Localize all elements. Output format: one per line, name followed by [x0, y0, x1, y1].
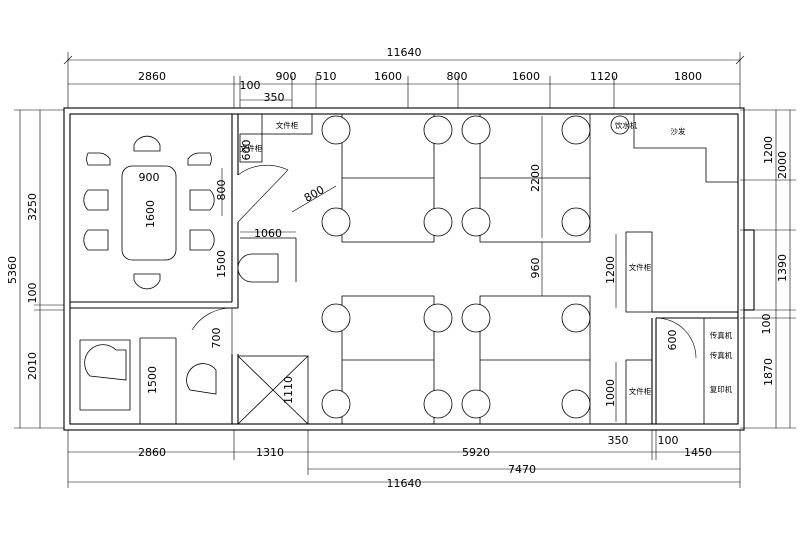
dim-top-2860: 2860: [138, 70, 166, 83]
dim-left-5360: 5360: [6, 256, 19, 284]
dim-right-600: 600: [666, 330, 679, 351]
dim-right-1390: 1390: [776, 254, 789, 282]
dim-door-800: 800: [215, 180, 228, 201]
label-copier: 复印机: [710, 384, 733, 394]
dim-right-1200: 1200: [762, 136, 775, 164]
workstations: 2200 960: [321, 113, 591, 425]
dim-1110: 1110: [282, 376, 295, 404]
manager-office: 1500 700: [79, 307, 239, 424]
left-dimensions: 5360 3250 100 2010: [6, 109, 64, 429]
label-cabinet-right: 文件柜: [629, 262, 652, 272]
dim-top-800: 800: [447, 70, 468, 83]
dim-1000: 1000: [604, 379, 617, 407]
label-cabinet-top: 文件柜: [276, 120, 299, 130]
label-cabinet-small: 文件柜: [240, 143, 263, 153]
dim-1500: 1500: [215, 250, 228, 278]
right-dimensions: 1200 2000 1390 100 1870: [740, 109, 796, 429]
dim-bot-7470: 7470: [508, 463, 536, 476]
visitor-chair: [186, 363, 217, 395]
dim-left-100: 100: [26, 283, 39, 304]
conference-room: 900 1600 800 1500: [70, 114, 239, 309]
dim-bot-350: 350: [608, 434, 629, 447]
reception-area: 文件柜 文件柜 600 1060 800: [237, 113, 337, 283]
bottom-dimensions: 2860 1310 5920 350 100 1450 7470 11640: [67, 430, 741, 490]
water-dispenser: [610, 115, 630, 135]
label-fax1: 传真机: [710, 330, 733, 340]
manager-desk: [79, 339, 131, 411]
stairwell: 1110: [237, 355, 309, 425]
dim-bot-5920: 5920: [462, 446, 490, 459]
manager-chair: [84, 344, 127, 381]
label-cabinet-right2: 文件柜: [629, 386, 652, 396]
label-sofa: 沙发: [671, 126, 686, 136]
dim-right-1870: 1870: [762, 358, 775, 386]
dim-top-total: 11640: [387, 46, 422, 59]
dim-diag-800: 800: [302, 183, 327, 205]
dim-right-2000: 2000: [776, 151, 789, 179]
dim-bot-1450: 1450: [684, 446, 712, 459]
dim-top-100: 100: [240, 79, 261, 92]
dim-bot-2860: 2860: [138, 446, 166, 459]
dim-bot-100: 100: [658, 434, 679, 447]
reception-chair: [237, 253, 279, 283]
dim-conf-1600: 1600: [144, 200, 157, 228]
dim-top-1800: 1800: [674, 70, 702, 83]
cabinet-top: [261, 113, 313, 135]
equipment-counter: [703, 317, 739, 425]
conference-table: [121, 165, 177, 261]
cabinet-small: [239, 133, 263, 163]
dim-600: 600: [240, 140, 253, 161]
dim-top-1600b: 1600: [512, 70, 540, 83]
dim-left-3250: 3250: [26, 193, 39, 221]
dim-1060: 1060: [254, 227, 282, 240]
dim-bot-11640: 11640: [387, 477, 422, 490]
top-dimensions: 11640 2860 100 900 510 1600 800 1600 112…: [63, 46, 745, 108]
dim-top-510: 510: [316, 70, 337, 83]
conference-chairs: [83, 135, 215, 290]
dim-2200: 2200: [529, 164, 542, 192]
dim-top-1600a: 1600: [374, 70, 402, 83]
dim-manager-1500: 1500: [146, 366, 159, 394]
lounge-area: 饮水机 沙发 文件柜 1200 文件柜 1000 600 传真机 传真机 复印机: [604, 114, 755, 425]
dim-1200: 1200: [604, 256, 617, 284]
dim-top-1120: 1120: [590, 70, 618, 83]
dim-960: 960: [529, 258, 542, 279]
dim-700: 700: [210, 328, 223, 349]
sofa: [633, 114, 738, 183]
dim-bot-1310: 1310: [256, 446, 284, 459]
workstation-chairs: [321, 115, 591, 419]
dim-left-2010: 2010: [26, 352, 39, 380]
cabinet-right: [625, 231, 653, 313]
dim-top-900: 900: [276, 70, 297, 83]
label-water: 饮水机: [615, 120, 638, 130]
dim-conf-900: 900: [139, 171, 160, 184]
dim-right-100: 100: [760, 314, 773, 335]
label-fax2: 传真机: [710, 350, 733, 360]
dim-top-350: 350: [264, 91, 285, 104]
